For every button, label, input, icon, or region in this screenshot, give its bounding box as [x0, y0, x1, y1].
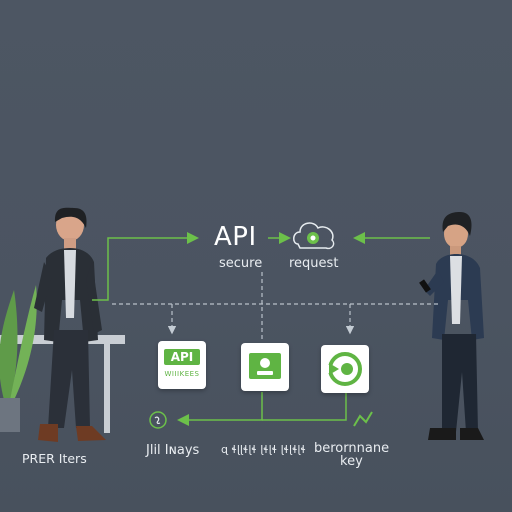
person-left-label: PRER Iters [22, 451, 87, 466]
api-key-card: API WIIIKEES [158, 341, 206, 389]
user-badge-icon [249, 353, 281, 379]
person-left-illustration [34, 207, 106, 442]
api-title: API [214, 222, 257, 252]
redirect-arrow-icon [353, 411, 373, 427]
key-icon [149, 411, 167, 429]
api-badge: API [164, 349, 200, 365]
right-label-line2: key [340, 454, 363, 469]
request-label: request [289, 256, 339, 271]
right-label-line1: berornnane [314, 441, 390, 456]
top-connector-lines [92, 232, 430, 301]
bottom-connector-lines [177, 392, 347, 426]
refresh-card [321, 345, 369, 393]
user-badge-card [241, 343, 289, 391]
dashed-distribution-lines [112, 272, 438, 340]
keys-label: Jlil Iɴays [146, 443, 200, 458]
person-right-illustration [419, 212, 484, 440]
middle-label: ɋ ɬɭɭɬɭɬ ɭɬɭɬ ɭɬɭɬɭɬ [221, 443, 306, 456]
refresh-arrow-icon [327, 352, 362, 386]
plant-illustration [0, 285, 37, 432]
cloud-icon [293, 222, 335, 250]
secure-label: secure [219, 256, 263, 271]
api-badge-caption: WIIIKEES [164, 370, 200, 378]
